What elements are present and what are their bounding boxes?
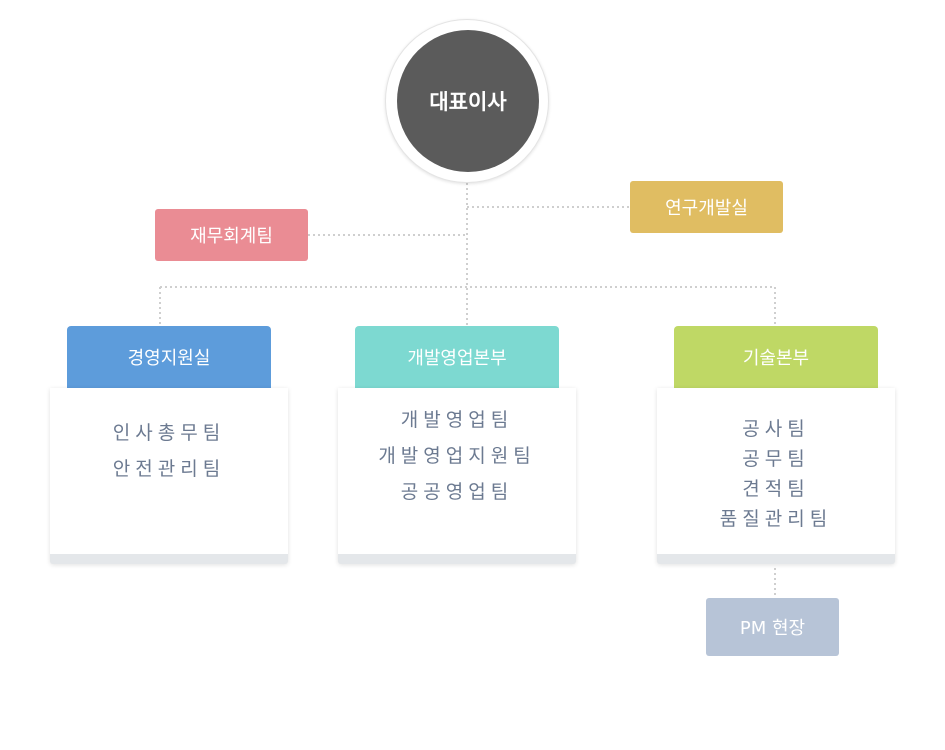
department-title: 개발영업본부 — [355, 326, 559, 388]
team-item: 인사총무팀 — [112, 422, 226, 444]
team-item: 견적팀 — [742, 478, 810, 500]
team-list: 인사총무팀 안전관리팀 — [50, 388, 288, 564]
team-list: 개발영업팀 개발영업지원팀 공공영업팀 — [338, 388, 576, 564]
team-item: 공공영업팀 — [400, 481, 514, 503]
department-title: 경영지원실 — [67, 326, 271, 388]
team-item: 공사팀 — [742, 418, 810, 440]
team-item: 안전관리팀 — [112, 458, 226, 480]
rnd-office-node: 연구개발실 — [630, 181, 783, 233]
team-item: 개발영업지원팀 — [378, 445, 536, 467]
pm-site-node: PM 현장 — [706, 598, 839, 656]
team-item: 개발영업팀 — [400, 409, 514, 431]
department-title: 기술본부 — [674, 326, 878, 388]
ceo-node: 대표이사 — [397, 30, 539, 172]
team-item: 품질관리팀 — [719, 508, 833, 530]
team-list: 공사팀 공무팀 견적팀 품질관리팀 — [657, 388, 895, 564]
team-item: 공무팀 — [742, 448, 810, 470]
finance-team-node: 재무회계팀 — [155, 209, 308, 261]
